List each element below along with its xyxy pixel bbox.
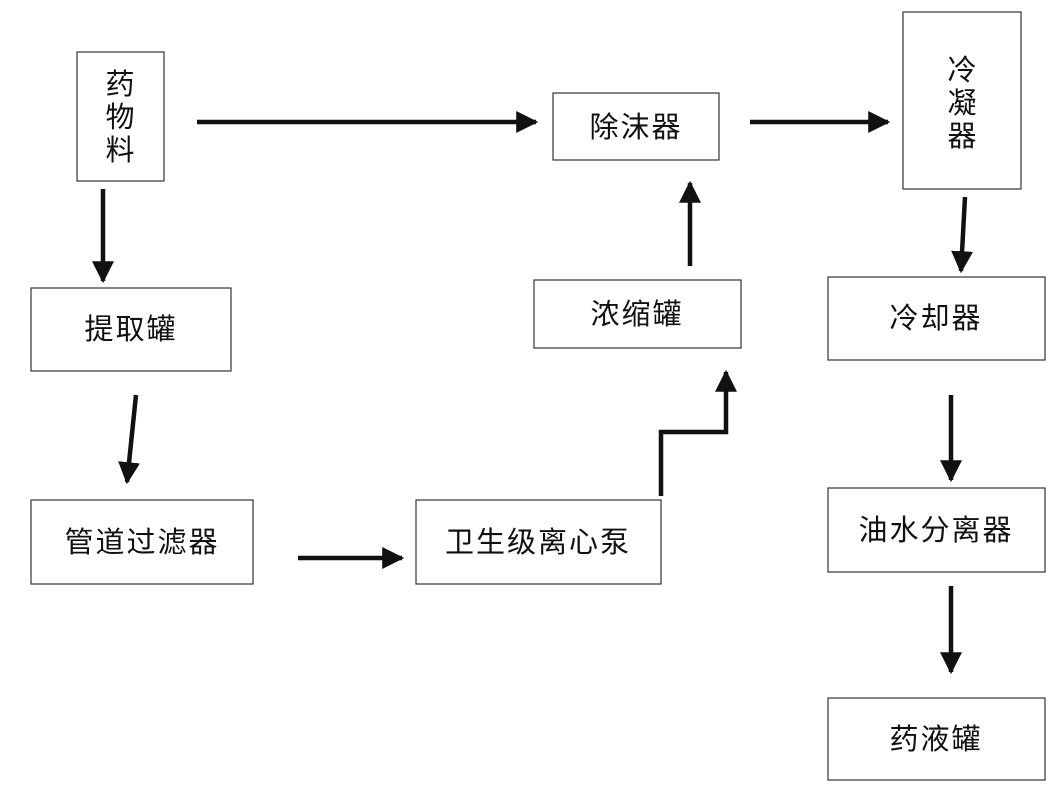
node-condenser-label: 冷凝器 bbox=[947, 53, 976, 153]
node-extraction-tank: 提取罐 bbox=[30, 287, 232, 372]
node-oil-water-separator-label: 油水分离器 bbox=[858, 513, 1013, 547]
node-sanitary-pump-label: 卫生级离心泵 bbox=[445, 525, 631, 559]
node-liquid-tank-label: 药液罐 bbox=[889, 722, 982, 756]
node-herbs: 药物料 bbox=[76, 51, 165, 182]
node-oil-water-separator: 油水分离器 bbox=[827, 487, 1046, 573]
node-liquid-tank: 药液罐 bbox=[827, 697, 1046, 781]
node-concentration-tank-label: 浓缩罐 bbox=[590, 297, 683, 331]
node-cooler: 冷却器 bbox=[827, 276, 1046, 361]
node-sanitary-pump: 卫生级离心泵 bbox=[415, 499, 662, 585]
arrow-condenser-to-cooler bbox=[951, 196, 974, 274]
node-pipeline-filter: 管道过滤器 bbox=[30, 499, 254, 585]
node-demister: 除沫器 bbox=[552, 92, 720, 161]
node-herbs-label: 药物料 bbox=[105, 67, 134, 167]
arrow-sanitary-pump-to-concentration-tank bbox=[658, 369, 737, 496]
node-extraction-tank-label: 提取罐 bbox=[84, 312, 177, 346]
arrow-extraction-tank-to-pipeline-filter bbox=[118, 394, 140, 485]
node-condenser: 冷凝器 bbox=[902, 11, 1022, 190]
node-demister-label: 除沫器 bbox=[589, 110, 682, 144]
node-pipeline-filter-label: 管道过滤器 bbox=[64, 525, 219, 559]
node-concentration-tank: 浓缩罐 bbox=[533, 279, 742, 349]
node-cooler-label: 冷却器 bbox=[889, 301, 982, 335]
